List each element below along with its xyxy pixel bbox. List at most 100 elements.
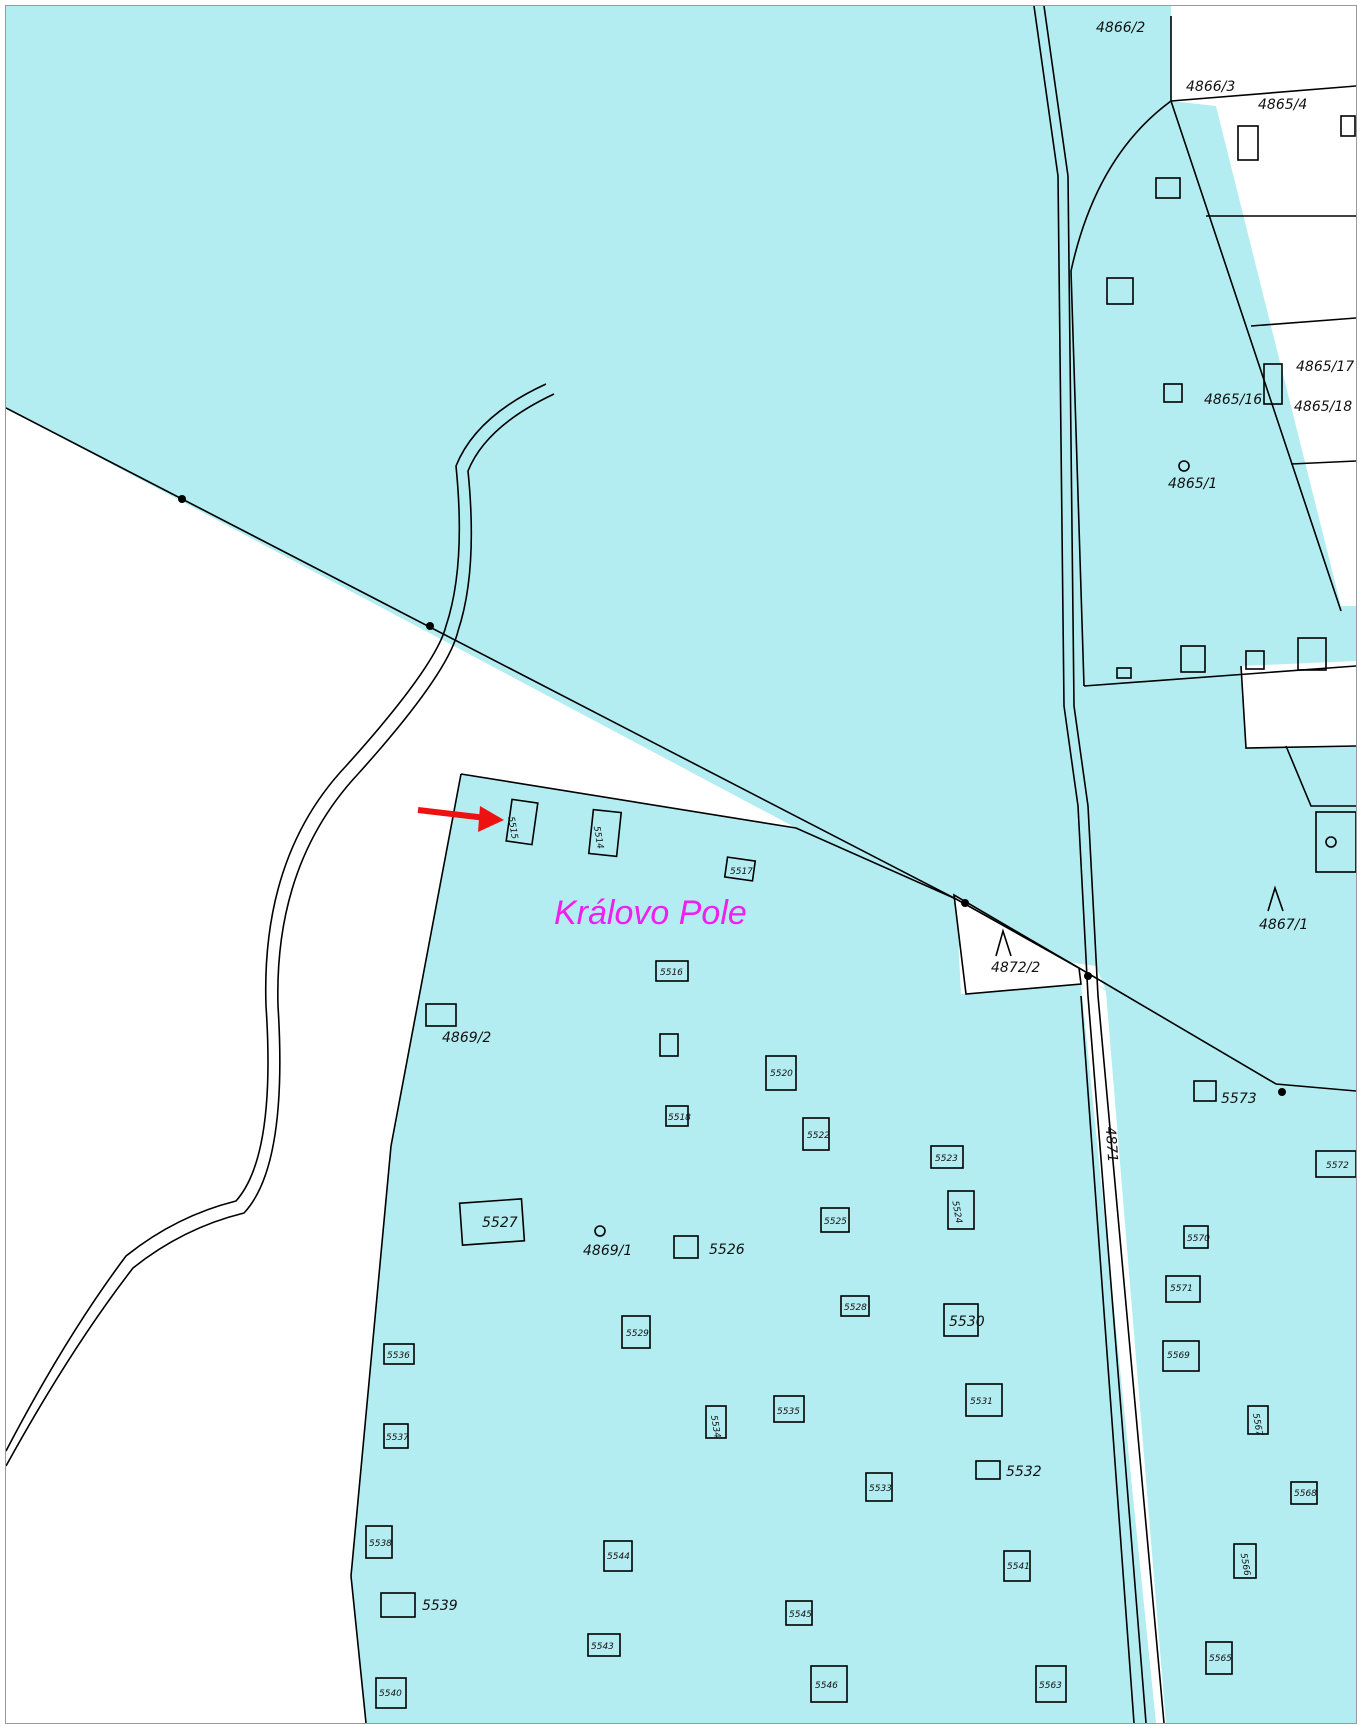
parcel-label: 4866/2: [1096, 20, 1145, 36]
building-486x[interactable]: [1315, 811, 1356, 873]
building-5516[interactable]: [655, 960, 689, 982]
parcel-label: 4866/3: [1186, 79, 1235, 95]
building-5518[interactable]: [659, 1033, 679, 1057]
building-label: 5514: [591, 825, 605, 850]
building-label: 5536: [387, 1351, 410, 1361]
building-label: 5563: [1039, 1681, 1062, 1691]
building-label: 5571: [1170, 1284, 1193, 1294]
building[interactable]: [1116, 667, 1132, 679]
building-5523[interactable]: [930, 1145, 964, 1169]
building-5534[interactable]: [705, 1405, 727, 1439]
building-label: 5546: [815, 1681, 838, 1691]
building-label: 5529: [626, 1329, 649, 1339]
building-label: 5531: [970, 1397, 993, 1407]
building-label: 5543: [591, 1642, 614, 1652]
building-5537[interactable]: [383, 1423, 409, 1449]
building-5530[interactable]: [943, 1303, 979, 1337]
parcel-label: 5526: [709, 1242, 745, 1258]
map-canvas: Královo Pole 4866/2 4866/3 4865/4 4865/1…: [6, 6, 1356, 1723]
parcel-southeast: [1096, 984, 1356, 1723]
building-5546[interactable]: [810, 1665, 848, 1703]
parcel-label: 4867/1: [1259, 917, 1308, 933]
building-5520[interactable]: [765, 1055, 797, 1091]
building-5571[interactable]: [1165, 1275, 1201, 1303]
building-label: 5565: [1209, 1654, 1232, 1664]
garden-symbol-icon: [594, 1225, 606, 1237]
building-5524[interactable]: [947, 1190, 975, 1230]
white-area-west: [6, 408, 796, 1723]
white-lot-east: [1241, 661, 1356, 748]
parcel-label: 4872/2: [991, 960, 1040, 976]
building-5543[interactable]: [587, 1633, 621, 1657]
parcel-label: 4865/17: [1296, 359, 1354, 375]
building[interactable]: [1245, 650, 1265, 670]
building-5538[interactable]: [365, 1525, 393, 1559]
building-5572[interactable]: [1315, 1150, 1356, 1178]
building[interactable]: [1106, 277, 1134, 305]
building-5529[interactable]: [621, 1315, 651, 1349]
boundary-diagonal: [6, 407, 1356, 1092]
building-label: 5541: [1007, 1562, 1030, 1572]
building-5544[interactable]: [603, 1540, 633, 1572]
parcel-south: [351, 774, 1156, 1723]
building-label: 5525: [824, 1217, 847, 1227]
building[interactable]: [1180, 645, 1206, 673]
building-5533[interactable]: [865, 1472, 893, 1502]
building-label: 5569: [1167, 1351, 1190, 1361]
building-5536[interactable]: [383, 1343, 415, 1365]
road-4871-west-edge: [1033, 6, 1147, 1723]
building-4869-2[interactable]: [425, 1003, 457, 1027]
cadastral-map[interactable]: Královo Pole 4866/2 4866/3 4865/4 4865/1…: [5, 5, 1357, 1724]
building-label: 5572: [1326, 1161, 1349, 1171]
parcel-label: 4865/16: [1204, 392, 1262, 408]
place-name: Královo Pole: [554, 894, 747, 932]
building-label: 5528: [844, 1303, 867, 1313]
building[interactable]: [1340, 115, 1356, 137]
boundary-ne-diagonals: [1170, 100, 1356, 612]
building-5541[interactable]: [1003, 1550, 1031, 1582]
building-5519[interactable]: [665, 1105, 689, 1127]
building-label: 5540: [379, 1689, 402, 1699]
building[interactable]: [1155, 177, 1181, 199]
building-5535[interactable]: [773, 1395, 805, 1423]
building-label: 5530: [949, 1314, 985, 1330]
building-5525[interactable]: [820, 1207, 850, 1233]
building-label: 5520: [770, 1069, 793, 1079]
building[interactable]: [1263, 363, 1283, 405]
building-5540[interactable]: [375, 1677, 407, 1709]
building-5532[interactable]: [975, 1460, 1001, 1480]
building-5569[interactable]: [1162, 1340, 1200, 1372]
building-5515[interactable]: [505, 798, 539, 846]
building-5567[interactable]: [1247, 1405, 1269, 1435]
building-label: 5567: [1250, 1413, 1264, 1438]
building-5528[interactable]: [840, 1295, 870, 1317]
building[interactable]: [1297, 637, 1327, 671]
boundary-point: [961, 899, 969, 907]
building-5568[interactable]: [1290, 1481, 1318, 1505]
orchard-symbol-icon: [1267, 885, 1284, 912]
arrow-marker-icon: [417, 806, 504, 832]
building-5563[interactable]: [1035, 1665, 1067, 1703]
building-5566[interactable]: [1233, 1543, 1257, 1579]
building[interactable]: [1237, 125, 1259, 161]
white-area-northeast: [1171, 6, 1356, 606]
building-5517[interactable]: [723, 856, 757, 882]
building-5539[interactable]: [380, 1592, 416, 1618]
building-5545[interactable]: [785, 1600, 813, 1626]
building-5573[interactable]: [1193, 1080, 1217, 1102]
building-label: 5535: [777, 1407, 800, 1417]
building-5514[interactable]: [587, 808, 623, 858]
boundary-south-parcel: [460, 773, 957, 900]
building-5526[interactable]: [673, 1235, 699, 1259]
building-5531[interactable]: [965, 1383, 1003, 1417]
building-5527[interactable]: [458, 1198, 526, 1246]
building[interactable]: [1163, 383, 1183, 403]
parcel-label: 5527: [482, 1215, 518, 1231]
building-5565[interactable]: [1205, 1641, 1233, 1675]
building-5522[interactable]: [802, 1117, 830, 1151]
building-label: 5538: [369, 1539, 392, 1549]
building-label: 5517: [730, 867, 753, 877]
winding-path: [6, 383, 547, 1452]
building-5570[interactable]: [1183, 1225, 1209, 1249]
parcel-label: 4871: [1102, 1126, 1120, 1163]
